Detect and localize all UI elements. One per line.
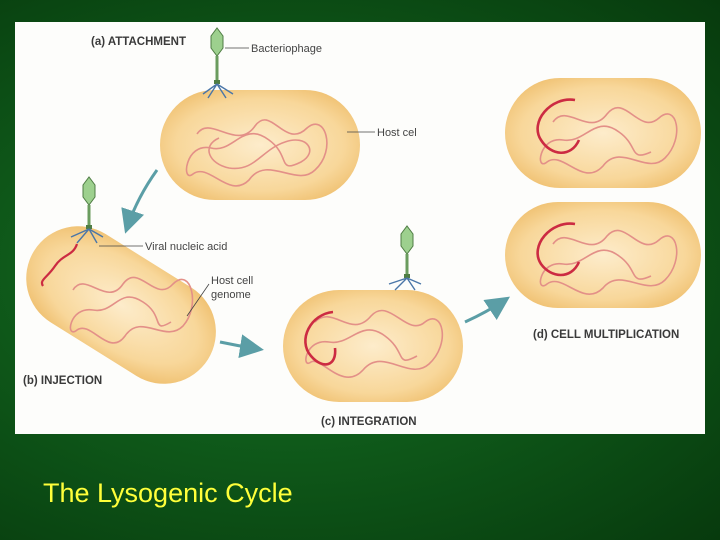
arrow-attachment-to-injection: [121, 169, 159, 234]
host-genome-label-line2: genome: [211, 289, 251, 301]
slide-title: The Lysogenic Cycle: [43, 478, 293, 508]
viral-dna-copy: [536, 222, 581, 277]
viral-nucleic-acid-label: Viral nucleic acid: [145, 241, 227, 253]
viral-dna: [40, 243, 79, 287]
bacteriophage-icon: [202, 27, 234, 99]
integrated-viral-dna: [304, 310, 337, 366]
bacteriophage-icon: [70, 176, 104, 244]
host-cell-label: Host cel: [377, 127, 417, 139]
bacteriophage-label: Bacteriophage: [251, 43, 322, 55]
stage-multiplication-label: (d) CELL MULTIPLICATION: [533, 329, 679, 341]
host-genome: [185, 119, 328, 187]
host-genome: [69, 276, 194, 344]
cell-attachment: [160, 90, 360, 200]
lysogenic-cycle-diagram: Bacteriophage Host cel (a) ATTACHMENT Vi…: [23, 27, 701, 428]
arrow-injection-to-integration: [219, 334, 264, 359]
stage-attachment-label: (a) ATTACHMENT: [91, 36, 186, 48]
host-genome: [539, 106, 678, 174]
stage-injection-label: (b) INJECTION: [23, 375, 102, 387]
daughter-cell-top: [505, 78, 701, 188]
daughter-cell-bottom: [505, 202, 701, 308]
cell-injection: [26, 226, 216, 384]
arrow-integration-to-multiplication: [464, 296, 510, 324]
host-genome: [539, 229, 678, 295]
stage-integration-label: (c) INTEGRATION: [321, 416, 417, 428]
bacteriophage-icon: [388, 225, 422, 291]
host-genome-label-line1: Host cell: [211, 275, 253, 287]
viral-dna-copy: [536, 98, 581, 155]
diagram-panel: Bacteriophage Host cel (a) ATTACHMENT Vi…: [15, 22, 705, 434]
host-genome: [305, 309, 444, 378]
cell-integration: [283, 290, 463, 402]
